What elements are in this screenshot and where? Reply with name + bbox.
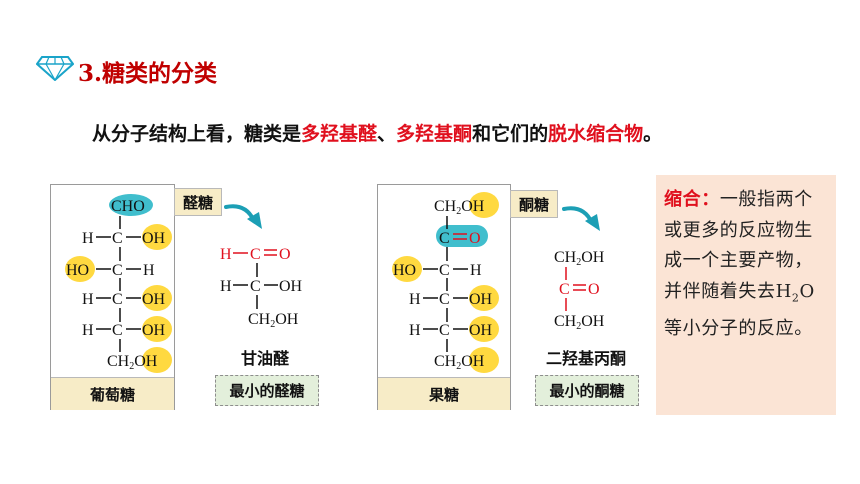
intro-end: 。 bbox=[643, 123, 663, 145]
atom-o: O bbox=[279, 246, 291, 263]
group-ch2oh: CH2OH bbox=[434, 198, 485, 217]
atom-oh: OH bbox=[142, 291, 166, 308]
atom-h: H bbox=[82, 322, 94, 339]
atom-oh: OH bbox=[469, 291, 493, 308]
atom-h: H bbox=[409, 322, 421, 339]
atom-oh: OH bbox=[469, 322, 493, 339]
atom-o: O bbox=[469, 230, 481, 247]
group-ch2oh: CH2OH bbox=[434, 353, 485, 372]
aldose-tag: 醛糖 bbox=[174, 188, 222, 216]
term-polyhydroxy-ketone: 多羟基酮 bbox=[396, 123, 473, 145]
page-title: 3.糖类的分类 bbox=[78, 60, 218, 87]
fructose-formula: CH2OH C O HO C H H C OH H C OH CH2OH bbox=[392, 192, 499, 373]
highlight-cho bbox=[109, 194, 153, 216]
group-ch2oh: CH2OH bbox=[248, 311, 299, 330]
glucose-name: 葡萄糖 bbox=[51, 377, 174, 410]
atom-c: C bbox=[112, 322, 123, 339]
intro-mid: 和它们的 bbox=[472, 123, 549, 145]
atom-h: H bbox=[470, 262, 482, 279]
smallest-aldose-box: 最小的醛糖 bbox=[215, 375, 319, 406]
fructose-name: 果糖 bbox=[378, 377, 510, 410]
atom-h: H bbox=[409, 291, 421, 308]
group-ch2oh: CH2OH bbox=[554, 313, 605, 332]
intro-sep: 、 bbox=[377, 123, 397, 145]
glyceraldehyde-name: 甘油醛 bbox=[240, 349, 289, 368]
ketose-tag: 酮糖 bbox=[510, 190, 558, 218]
atom-cho: CHO bbox=[111, 198, 145, 215]
condensation-note: 缩合：一般指两个或更多的反应物生成一个主要产物，并伴随着失去H2O等小分子的反应… bbox=[656, 175, 836, 415]
atom-oh: OH bbox=[142, 322, 166, 339]
glucose-formula: CHO H C OH HO C H H C OH H C OH bbox=[65, 194, 172, 373]
highlight-co bbox=[436, 225, 488, 247]
highlight-oh-3 bbox=[142, 285, 172, 311]
glucose-panel: CHO H C OH HO C H H C OH H C OH bbox=[50, 184, 175, 410]
highlight-oh-5 bbox=[469, 347, 499, 373]
atom-h: H bbox=[220, 278, 232, 295]
atom-c: C bbox=[439, 262, 450, 279]
atom-ho: HO bbox=[66, 262, 89, 279]
highlight-oh-0 bbox=[469, 192, 499, 218]
highlight-ho-2 bbox=[65, 256, 95, 282]
note-sub: 2 bbox=[791, 291, 800, 305]
atom-c: C bbox=[559, 281, 570, 298]
intro-prefix: 从分子结构上看，糖类是 bbox=[92, 123, 302, 145]
atom-h: H bbox=[82, 230, 94, 247]
curved-arrow-icon bbox=[224, 204, 262, 229]
diamond-icon bbox=[36, 56, 74, 81]
dihydroxyacetone-name: 二羟基丙酮 bbox=[545, 349, 626, 368]
fructose-panel: CH2OH C O HO C H H C OH H C OH CH2OH bbox=[377, 184, 511, 410]
intro-sentence: 从分子结构上看，糖类是多羟基醛、多羟基酮和它们的脱水缩合物。 bbox=[92, 119, 662, 146]
group-ch2oh: CH2OH bbox=[107, 353, 158, 372]
atom-o: O bbox=[588, 281, 600, 298]
glyceraldehyde-formula: H C O H C OH CH2OH bbox=[220, 246, 303, 330]
atom-c: C bbox=[439, 322, 450, 339]
smallest-ketose-box: 最小的酮糖 bbox=[535, 375, 639, 406]
atom-c: C bbox=[250, 246, 261, 263]
note-key: 缩合： bbox=[664, 189, 720, 210]
atom-c: C bbox=[439, 291, 450, 308]
note-text-a: 一般指两个或更多的反应物生成一个主要产物，并伴随着失去H bbox=[664, 189, 813, 302]
highlight-oh-4 bbox=[142, 316, 172, 342]
atom-c: C bbox=[112, 230, 123, 247]
curved-arrow-icon bbox=[562, 206, 600, 231]
atom-c: C bbox=[439, 230, 450, 247]
atom-h: H bbox=[220, 246, 232, 263]
atom-c: C bbox=[250, 278, 261, 295]
atom-oh: OH bbox=[279, 278, 303, 295]
highlight-oh-1 bbox=[142, 224, 172, 250]
group-ch2oh: CH2OH bbox=[554, 249, 605, 268]
highlight-oh-3 bbox=[469, 285, 499, 311]
term-condensates: 脱水缩合物 bbox=[548, 123, 644, 145]
term-polyhydroxy-aldehyde: 多羟基醛 bbox=[301, 123, 378, 145]
dihydroxyacetone-formula: CH2OH C O CH2OH bbox=[554, 249, 605, 332]
atom-h: H bbox=[82, 291, 94, 308]
highlight-oh-5 bbox=[142, 347, 172, 373]
atom-c: C bbox=[112, 262, 123, 279]
atom-c: C bbox=[112, 291, 123, 308]
atom-oh: OH bbox=[142, 230, 166, 247]
highlight-oh-4 bbox=[469, 316, 499, 342]
atom-h: H bbox=[143, 262, 155, 279]
note-text-b: O等小分子的反应。 bbox=[664, 280, 815, 339]
highlight-ho-2 bbox=[392, 256, 422, 282]
atom-ho: HO bbox=[393, 262, 416, 279]
